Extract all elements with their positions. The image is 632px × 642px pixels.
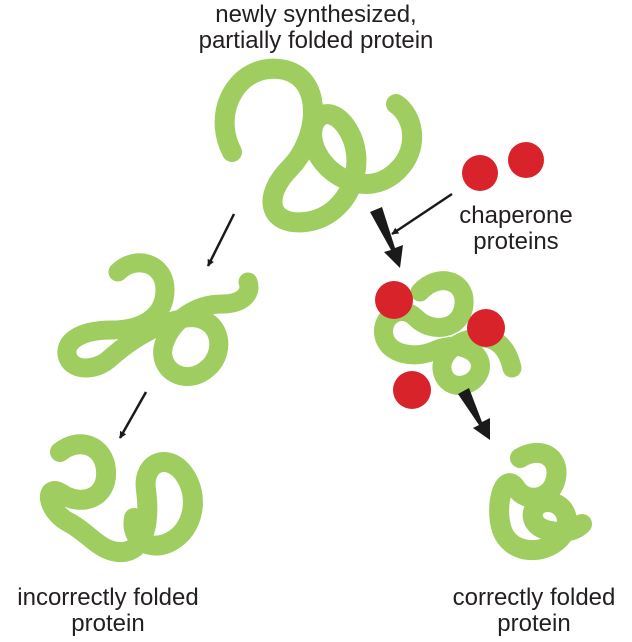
chaperone-sphere — [393, 371, 431, 409]
chaperone-assisted-protein — [371, 268, 524, 398]
arrow-top-to-left — [206, 213, 236, 267]
label-correctly-folded: correctly folded protein — [452, 584, 616, 637]
label-chaperone-proteins: chaperone proteins — [459, 202, 573, 255]
partially-folded-protein — [212, 56, 425, 235]
chaperone-sphere — [462, 155, 498, 191]
label-incorrectly-folded: incorrectly folded protein — [17, 584, 199, 637]
arrow-right-to-correct-bold — [458, 388, 490, 440]
arrow-chaperone-to-path — [391, 192, 453, 236]
chaperone-sphere — [467, 309, 505, 347]
misfolding-protein — [54, 250, 261, 389]
chaperone-group-free — [462, 142, 544, 191]
label-newly-synthesized: newly synthesized, partially folded prot… — [198, 1, 434, 54]
incorrectly-folded-protein — [37, 431, 206, 565]
chaperone-group-bound — [375, 281, 505, 409]
chaperone-sphere — [508, 142, 544, 178]
correctly-folded-protein — [486, 440, 595, 563]
arrows — [118, 192, 490, 440]
arrow-left-to-bottom — [118, 391, 148, 439]
chaperone-sphere — [375, 281, 413, 319]
arrow-top-to-right-bold — [370, 207, 403, 268]
